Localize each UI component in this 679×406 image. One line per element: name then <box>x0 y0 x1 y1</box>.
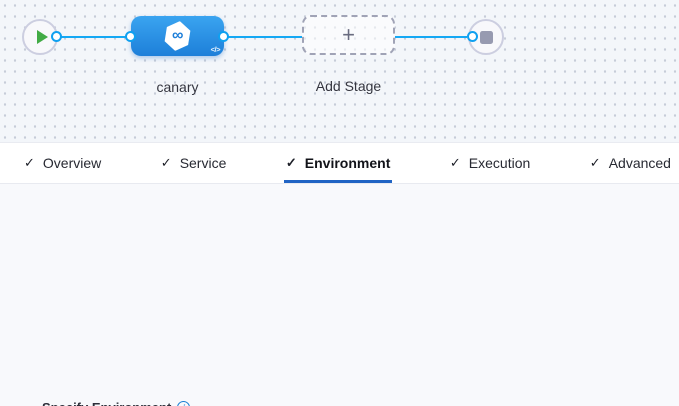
tab-label: Service <box>179 155 227 171</box>
specify-environment-label: Specify Environment i <box>42 400 191 406</box>
check-icon: ✓ <box>160 155 172 170</box>
tab-label: Overview <box>42 155 102 171</box>
check-icon: ✓ <box>24 155 35 170</box>
stop-icon <box>479 30 493 44</box>
tab-execution[interactable]: ✓ Execution <box>448 143 532 183</box>
tab-label: Advanced <box>608 155 671 171</box>
plus-icon: + <box>342 22 355 47</box>
edge-stage-to-addstage <box>224 35 302 38</box>
tab-overview[interactable]: ✓ Overview <box>22 143 103 183</box>
connector-port <box>51 31 62 42</box>
stage-config-tabs: ✓ Overview ✓ Service ✓ Environment ✓ Exe… <box>0 143 679 184</box>
pipeline-canvas: ∞ </> + canary Add Stage <box>0 0 679 143</box>
tab-service[interactable]: ✓ Service <box>159 143 229 183</box>
field-label-text: Specify Environment <box>42 400 171 406</box>
tab-environment[interactable]: ✓ Environment <box>283 143 393 183</box>
play-icon <box>36 30 48 44</box>
add-stage-label: Add Stage <box>315 78 382 94</box>
edge-start-to-stage <box>57 35 131 38</box>
connector-port <box>467 31 478 42</box>
check-icon: ✓ <box>285 155 297 170</box>
code-toggle-icon: </> <box>210 45 221 54</box>
tab-label: Environment <box>304 155 391 171</box>
tab-advanced[interactable]: ✓ Advanced <box>588 143 673 183</box>
check-icon: ✓ <box>589 155 601 170</box>
stage-node-canary[interactable]: ∞ </> <box>131 16 224 56</box>
tab-label: Execution <box>468 155 531 171</box>
environment-panel: Specify Environment i Σx ‹ Back Continue… <box>0 184 679 406</box>
stage-label: canary <box>156 79 199 95</box>
connector-port <box>218 31 229 42</box>
edge-addstage-to-end <box>395 35 467 38</box>
info-icon[interactable]: i <box>177 401 191 406</box>
check-icon: ✓ <box>449 155 461 170</box>
add-stage-button[interactable]: + <box>302 15 395 55</box>
connector-port <box>125 31 136 42</box>
cd-hexagon-icon: ∞ <box>162 19 193 53</box>
